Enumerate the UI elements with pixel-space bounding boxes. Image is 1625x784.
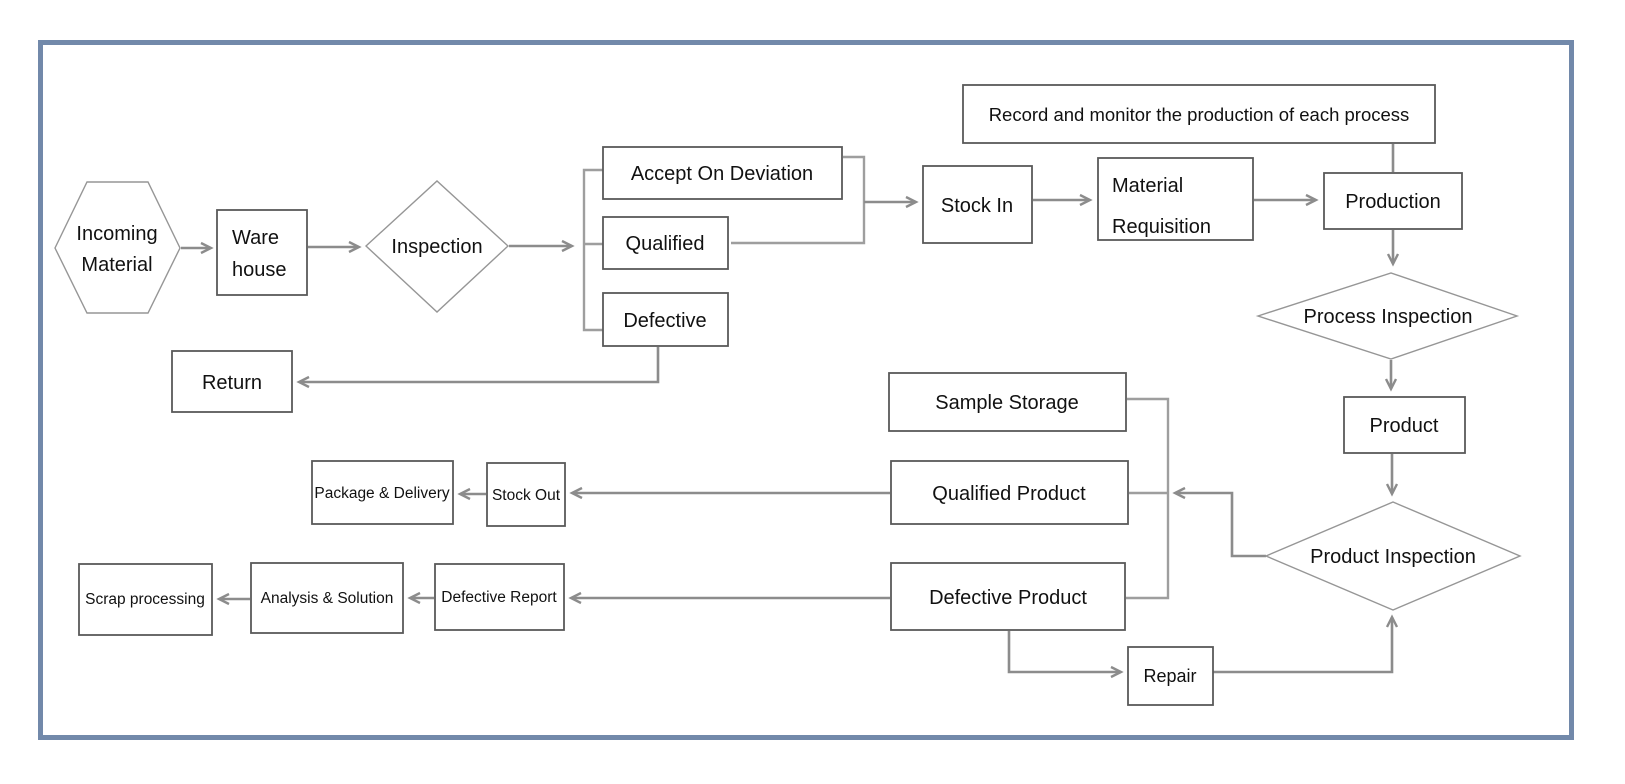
edge-repair-productinspection — [1213, 614, 1399, 674]
stock-out-label: Stock Out — [492, 487, 561, 504]
repair-label: Repair — [1143, 666, 1196, 686]
node-sample-storage: Sample Storage — [888, 372, 1127, 432]
product-box — [1343, 396, 1466, 454]
accept-on-deviation-label: Accept On Deviation — [631, 163, 813, 185]
sample-storage-label: Sample Storage — [935, 392, 1078, 414]
qualified-label: Qualified — [626, 233, 705, 255]
node-package-delivery: Package & Delivery — [311, 460, 454, 525]
defective-product-box — [890, 562, 1126, 631]
process-inspection-diamond — [1255, 272, 1520, 360]
defective-report-box — [434, 563, 565, 631]
edge-productinspection-results — [1172, 486, 1266, 558]
node-return: Return — [171, 350, 293, 413]
qualified-product-box — [890, 460, 1129, 525]
stock-out-box — [486, 462, 566, 527]
analysis-solution-label: Analysis & Solution — [261, 590, 394, 607]
inspection-label: Inspection — [391, 236, 482, 258]
defective-report-label: Defective Report — [441, 589, 557, 606]
inspection-diamond — [364, 180, 510, 313]
defective-box — [602, 292, 729, 347]
node-material-requisition: Material Requisition — [1097, 157, 1254, 241]
warehouse-label-line2: house — [232, 259, 287, 281]
node-defective: Defective — [602, 292, 729, 347]
warehouse-box — [216, 209, 308, 296]
node-defective-product: Defective Product — [890, 562, 1126, 631]
package-delivery-label: Package & Delivery — [314, 485, 450, 502]
edge-defectiveproduct-repair — [1007, 631, 1124, 679]
edge-defective-return — [296, 347, 660, 389]
incoming-material-label-line1: Incoming — [76, 223, 157, 245]
node-stock-in: Stock In — [922, 165, 1033, 244]
scrap-processing-box — [78, 563, 213, 636]
sample-storage-box — [888, 372, 1127, 432]
node-accept-on-deviation: Accept On Deviation — [602, 146, 843, 200]
material-requisition-label-line2: Requisition — [1112, 216, 1211, 238]
material-requisition-box — [1097, 157, 1254, 241]
product-inspection-diamond — [1264, 501, 1522, 611]
node-warehouse: Ware house — [216, 209, 308, 296]
stock-in-box — [922, 165, 1033, 244]
diagram-frame — [38, 40, 1574, 740]
node-incoming-material: Incoming Material — [54, 181, 181, 314]
accept-on-deviation-box — [602, 146, 843, 200]
incoming-material-label-line2: Material — [81, 254, 152, 276]
bracket-product-results — [1126, 397, 1170, 600]
node-process-inspection: Process Inspection — [1255, 272, 1520, 360]
node-product: Product — [1343, 396, 1466, 454]
record-monitor-box — [962, 84, 1436, 144]
production-label: Production — [1345, 191, 1441, 213]
node-defective-report: Defective Report — [434, 563, 565, 631]
node-product-inspection: Product Inspection — [1264, 501, 1522, 611]
node-record-monitor: Record and monitor the production of eac… — [962, 84, 1436, 144]
material-requisition-label-line1: Material — [1112, 175, 1183, 197]
product-label: Product — [1370, 415, 1439, 437]
qualified-product-label: Qualified Product — [932, 483, 1086, 505]
process-inspection-label: Process Inspection — [1304, 306, 1473, 328]
node-scrap-processing: Scrap processing — [78, 563, 213, 636]
defective-product-label: Defective Product — [929, 587, 1087, 609]
node-analysis-solution: Analysis & Solution — [250, 562, 404, 634]
package-delivery-box — [311, 460, 454, 525]
qualified-box — [602, 216, 729, 270]
node-qualified-product: Qualified Product — [890, 460, 1129, 525]
return-label: Return — [202, 372, 262, 394]
return-box — [171, 350, 293, 413]
record-monitor-label: Record and monitor the production of eac… — [989, 104, 1410, 125]
node-qualified: Qualified — [602, 216, 729, 270]
scrap-processing-label: Scrap processing — [85, 591, 205, 608]
defective-label: Defective — [623, 310, 706, 332]
product-inspection-label: Product Inspection — [1310, 546, 1476, 568]
stock-in-label: Stock In — [941, 195, 1013, 217]
node-repair: Repair — [1127, 646, 1214, 706]
incoming-material-hexagon — [54, 181, 181, 314]
node-stock-out: Stock Out — [486, 462, 566, 527]
node-production: Production — [1323, 172, 1463, 230]
production-box — [1323, 172, 1463, 230]
bracket-accept-qualified-merge — [731, 155, 866, 245]
repair-box — [1127, 646, 1214, 706]
node-inspection: Inspection — [364, 180, 510, 313]
bracket-inspection-split — [582, 168, 603, 332]
warehouse-label-line1: Ware — [232, 227, 279, 249]
analysis-solution-box — [250, 562, 404, 634]
